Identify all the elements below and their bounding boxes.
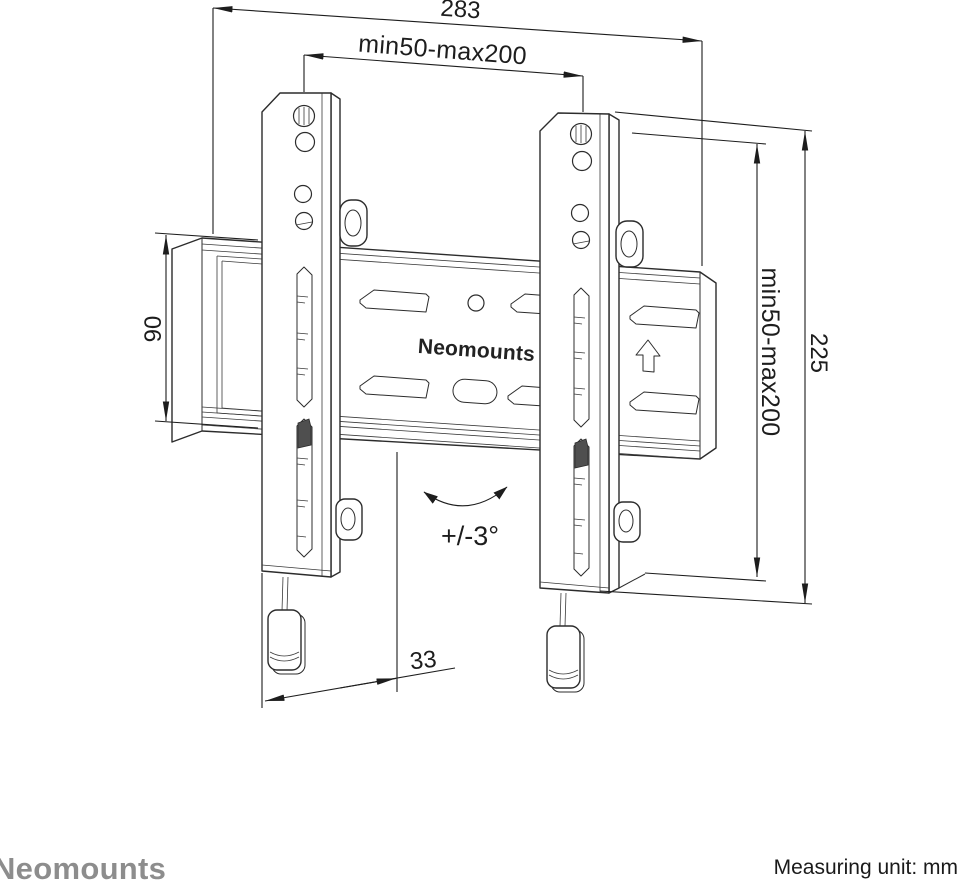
dimension-total-width: 283	[212, 0, 703, 266]
left-bracket-upper-slot	[296, 266, 313, 408]
right-bracket-lower-slot	[573, 438, 590, 577]
left-bracket	[261, 92, 368, 675]
up-arrow-cutout-icon	[635, 339, 661, 373]
mount-hole	[570, 203, 590, 223]
rubber-insert	[574, 438, 589, 469]
left-pull-string	[267, 576, 306, 675]
dimension-total-height: 225	[599, 111, 832, 605]
dimension-depth: 33	[261, 452, 456, 708]
plate-oval-hole	[452, 378, 498, 405]
right-bracket-lever	[613, 501, 641, 543]
dimension-bracket-height: 90	[140, 232, 259, 429]
dim-label-vesa-width: min50-max200	[357, 30, 528, 71]
left-bracket-lock-knob	[339, 199, 368, 247]
right-bracket	[539, 112, 646, 693]
plate-center-hole	[467, 294, 485, 312]
dim-label-total-width: 283	[440, 0, 482, 24]
left-bracket-lever	[335, 498, 363, 541]
left-bracket-lower-slot	[296, 418, 313, 558]
mount-hole	[294, 131, 316, 153]
mount-hole	[571, 230, 591, 250]
slot-notches	[296, 295, 309, 376]
tilt-label: +/-3°	[441, 521, 499, 551]
right-bracket-lock-knob	[615, 220, 644, 268]
tilt-indicator: +/-3°	[423, 486, 508, 551]
wall-plate: Neomounts	[171, 237, 717, 460]
slot-notches	[573, 477, 586, 555]
slot-notches	[573, 316, 586, 396]
mount-hole	[293, 184, 313, 204]
dim-label-bracket-height: 90	[140, 316, 167, 343]
dim-label-total-height: 225	[805, 333, 832, 373]
dimension-vesa-width: min50-max200	[303, 30, 584, 112]
dim-label-vesa-height: min50-max200	[756, 268, 784, 437]
mount-hole	[294, 211, 314, 231]
dim-label-depth: 33	[409, 646, 438, 676]
footer-brand-logo: Neomounts	[0, 851, 167, 886]
slot-notches	[296, 457, 309, 538]
dimension-vesa-height: min50-max200	[631, 132, 784, 582]
right-bracket-upper-slot	[573, 287, 590, 428]
rubber-insert	[297, 418, 312, 449]
measuring-unit-note: Measuring unit: mm	[773, 856, 958, 879]
right-pull-string	[546, 592, 585, 693]
mount-hole	[571, 150, 593, 172]
